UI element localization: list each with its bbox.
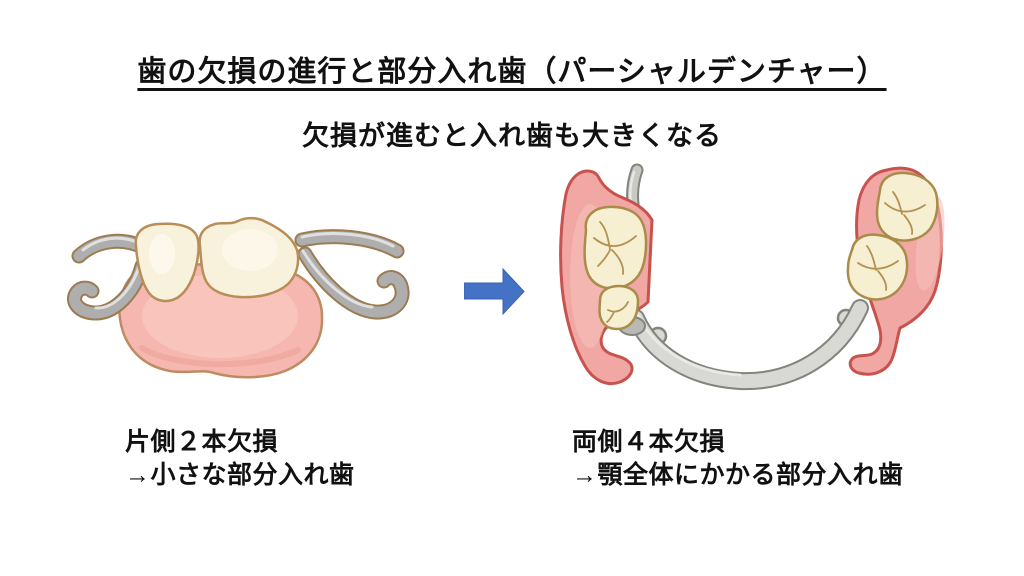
premolar-tooth <box>598 284 640 331</box>
denture-teeth <box>134 216 300 303</box>
page-title-text: 歯の欠損の進行と部分入れ歯（パーシャルデンチャー） <box>137 56 887 88</box>
right-clasp-icon <box>294 229 410 320</box>
right-caption-line2: →顎全体にかかる部分入れ歯 <box>572 461 904 489</box>
gum-shade <box>139 345 301 368</box>
left-saddle-teeth <box>583 205 648 331</box>
large-partial-denture-illustration <box>559 163 945 391</box>
tooth-highlight <box>222 229 278 271</box>
molar-tooth <box>875 171 939 242</box>
small-partial-denture-illustration <box>67 216 410 379</box>
tooth-fissures <box>884 191 926 235</box>
tooth-highlight <box>149 234 175 274</box>
tooth-fissures <box>593 221 637 275</box>
subtitle: 欠損が進むと入れ歯も大きくなる <box>302 121 722 151</box>
arrow-right-icon <box>464 268 525 316</box>
tooth-fissures <box>606 301 629 323</box>
lingual-bar <box>627 299 869 391</box>
right-caption-line1: 両側４本欠損 <box>572 428 726 456</box>
page-title: 歯の欠損の進行と部分入れ歯（パーシャルデンチャー） <box>0 48 1024 90</box>
left-caption-line1: 片側２本欠損 <box>125 428 279 456</box>
left-caption-line2: →小さな部分入れ歯 <box>125 461 355 489</box>
right-figure-caption: 両側４本欠損 →顎全体にかかる部分入れ歯 <box>572 426 904 492</box>
right-saddle-teeth <box>846 171 939 301</box>
molar-tooth <box>846 233 909 301</box>
tooth-fissures <box>857 245 899 291</box>
molar-tooth <box>583 205 648 290</box>
left-figure-caption: 片側２本欠損 →小さな部分入れ歯 <box>125 426 355 492</box>
